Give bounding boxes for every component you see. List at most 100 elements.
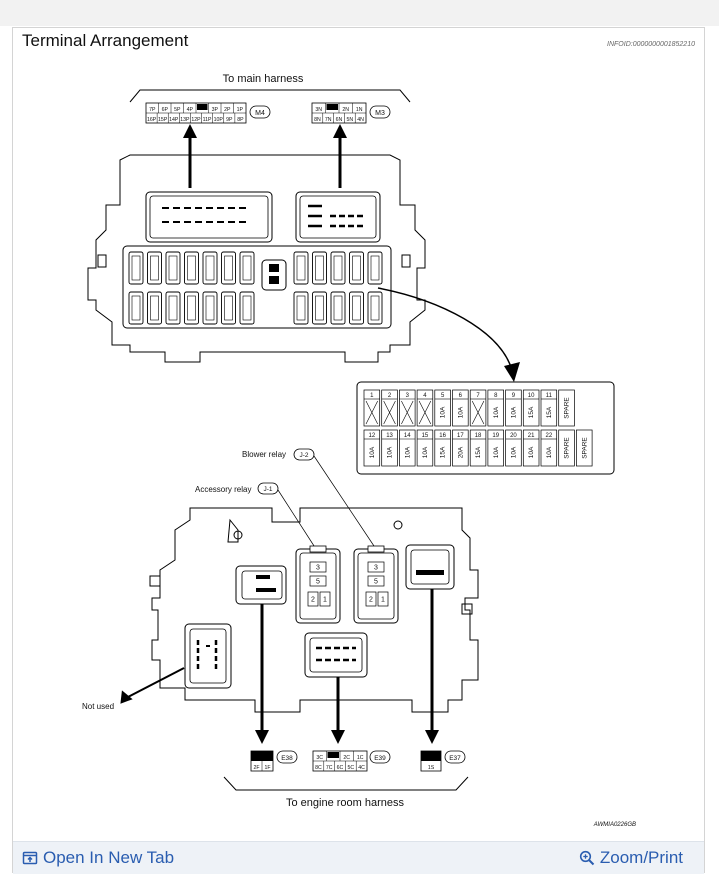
accessory-relay-label: Accessory relay [195,485,251,494]
arrow-head-e38 [255,730,269,744]
relay-pin-label: 2 [311,597,315,604]
top-band [0,0,719,26]
connector-pin-label: 3N [315,107,322,113]
top-block-connector-left [145,191,273,243]
footer-bar [13,841,704,874]
fuse-number: 8 [494,393,498,399]
to-main-harness-label: To main harness [223,73,304,85]
connector-pin-label: 1F [264,765,270,771]
open-new-tab-label: Open In New Tab [43,848,175,867]
arrow-to-fuse-legend [377,287,513,371]
e38-socket [235,565,287,605]
arrow-head-e39 [331,730,345,744]
connector-pin-label: 4C [358,765,365,771]
fuse-rating: 10A [493,446,500,458]
fuse-cell [558,389,575,427]
fuse-slot [221,251,236,285]
fuse-number: 1 [370,393,374,399]
fuse-number: 13 [386,433,393,439]
fuse-rating: SPARE [564,437,571,459]
connector-pin-label: 5C [347,765,354,771]
fuse-slot [147,291,162,325]
fuse-slot [128,291,144,325]
connector-pin-label: 3C [316,755,323,761]
fuse-rating: 20A [457,446,464,458]
relay-pin-label: 1 [381,597,385,604]
fuse-number: 20 [510,433,517,439]
connector-pin-label: 7N [325,117,332,123]
fuse-rating: 10A [422,446,429,458]
fuse-grid [122,245,392,329]
connector-pin-label: 13P [180,117,190,123]
not-used-arrow-head [120,690,133,704]
fuse-rating: 10A [404,446,411,458]
relay-pin-label: 1 [323,597,327,604]
fuse-slot [202,291,218,325]
fuse-rating: 10A [510,446,517,458]
fuse-cell [558,429,575,467]
fuse-slot [293,251,309,285]
figure-id: AWMIA0226GB [593,822,636,828]
open-new-tab-link[interactable]: Open In New Tab [22,848,174,868]
arrow-head-fuse-legend [504,362,520,382]
connector-pin-label: 8C [315,765,322,771]
connector-pin-label: 5P [174,107,181,113]
connector-pin-label: 4P [187,107,194,113]
fuse-rating: SPARE [564,397,571,419]
fuse-number: 5 [441,393,445,399]
fuse-slot [367,291,383,325]
fuse-number: 2 [388,393,392,399]
connector-m4-id: M4 [255,110,265,117]
accessory-relay-leader [277,489,317,550]
fuse-slot [221,291,236,325]
fuse-slot [330,291,346,325]
fuse-rating: 10A [493,406,500,418]
connector-pin-label: 6C [337,765,344,771]
fuse-number: 17 [457,433,464,439]
arrow-head-m3 [333,124,347,138]
fuse-number: 9 [512,393,516,399]
fuse-slot [367,251,383,285]
fuse-number: 6 [459,393,463,399]
fuse-slot [184,251,199,285]
fuse-slot [239,251,255,285]
fuse-slot [312,291,327,325]
fuse-rating: 10A [387,446,394,458]
connector-pin-label: 2N [342,107,349,113]
connector-pin-label: 11P [203,117,212,123]
fuse-number: 18 [475,433,482,439]
connector-pin-label: 3P [212,107,219,113]
connector-pin-label: 1P [237,107,244,113]
relay-pin-label: 5 [374,579,378,586]
relay-pin-label: 5 [316,579,320,586]
not-used-arrow [125,667,185,699]
fuse-slot [293,291,309,325]
connector-pin-label: 15P [158,117,168,123]
fuse-slot [128,251,144,285]
fuse-block-top [87,154,426,363]
engine-harness-bracket [223,776,469,791]
page-title: Terminal Arrangement [22,31,189,50]
fuse-rating: 10A [457,406,464,418]
j2-id: J-2 [299,452,308,459]
fuse-block-bottom [149,507,479,713]
connector-pin-label: 2C [343,755,350,761]
zoom-print-link[interactable]: Zoom/Print [579,848,683,868]
connector-pin-label: 7C [326,765,333,771]
connector-pin-blank [197,104,208,110]
connector-pin-label: 2P [224,107,231,113]
connector-pin-label: 1N [356,107,363,113]
fuse-slot [184,291,199,325]
fuse-rating: 15A [528,406,535,418]
zoom-icon [579,850,595,866]
connector-pin-label: 2F [253,765,259,771]
connector-pin-label: 8P [237,117,244,123]
fuse-rating: 10A [528,446,535,458]
relay-pin-label: 3 [374,565,378,572]
connector-m3-id: M3 [375,110,385,117]
fuse-rating: 10A [440,406,447,418]
fuse-slot [239,291,255,325]
